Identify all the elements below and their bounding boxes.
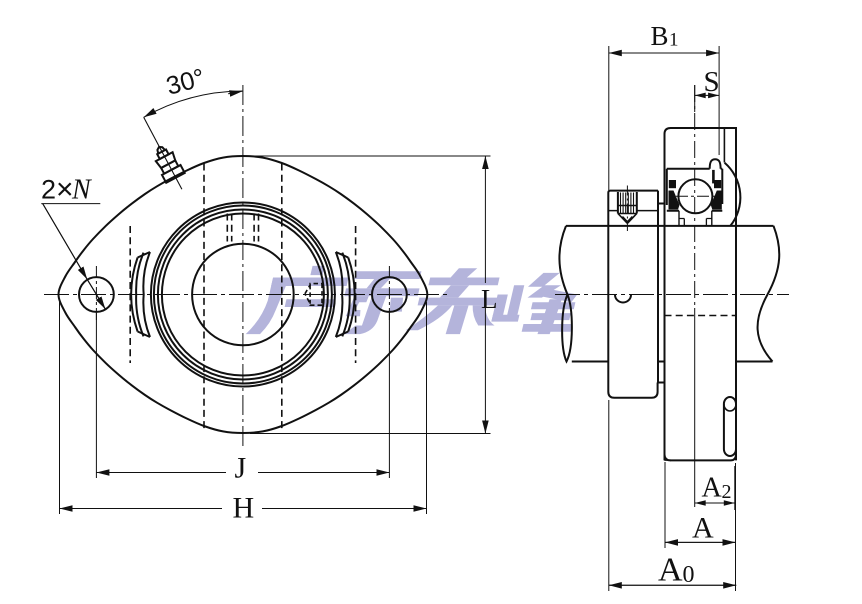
- svg-text:B: B: [651, 21, 669, 51]
- svg-text:J: J: [235, 452, 247, 485]
- svg-text:2: 2: [41, 175, 56, 205]
- svg-text:×: ×: [56, 173, 74, 206]
- svg-text:A: A: [692, 512, 714, 545]
- svg-text:S: S: [704, 66, 720, 98]
- svg-text:A: A: [702, 473, 723, 504]
- svg-text:L: L: [481, 284, 498, 314]
- svg-text:1: 1: [669, 30, 679, 51]
- svg-text:2: 2: [722, 481, 732, 503]
- svg-text:0: 0: [683, 562, 695, 588]
- svg-text:A: A: [658, 552, 683, 589]
- svg-text:N: N: [71, 175, 92, 206]
- svg-text:H: H: [233, 492, 255, 525]
